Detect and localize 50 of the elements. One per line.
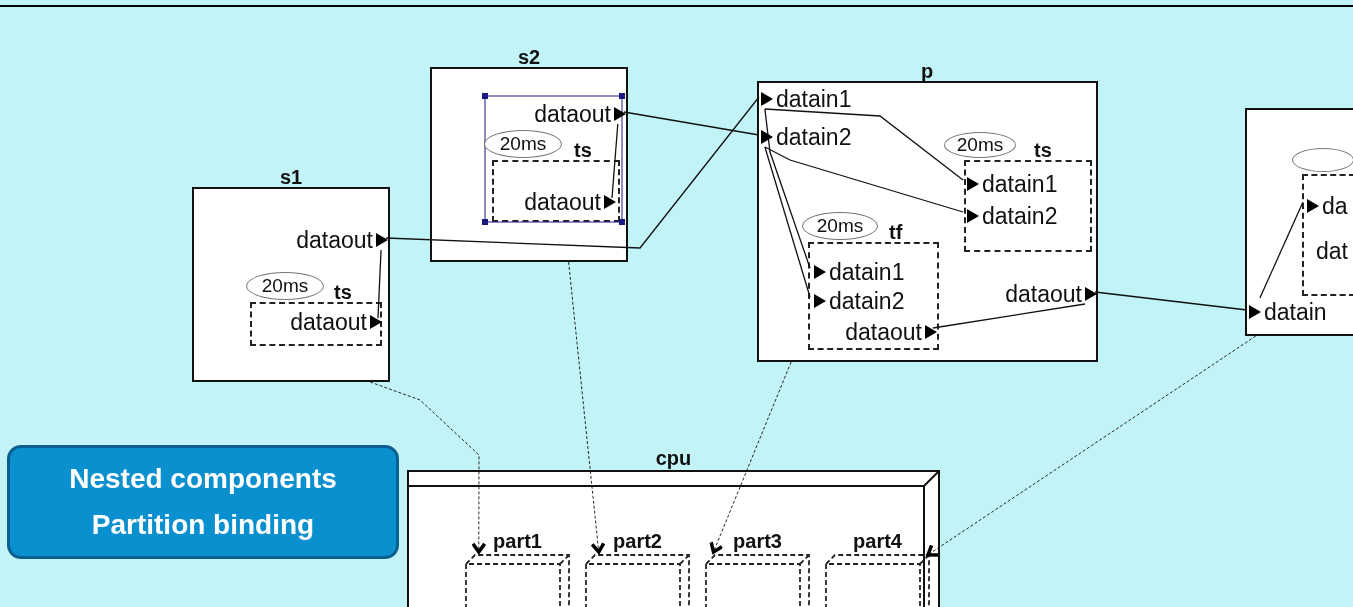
port-label: datain1	[829, 260, 905, 284]
port-label: dataout	[290, 310, 367, 334]
period-label: 20ms	[816, 215, 864, 237]
component-title: s2	[518, 46, 541, 68]
component-title: p	[921, 60, 934, 82]
period-label: 20ms	[261, 275, 309, 297]
component-box	[1245, 108, 1353, 336]
connector	[764, 108, 811, 269]
connector	[1094, 291, 1248, 311]
period-ellipse	[802, 212, 878, 240]
processor-title: cpu	[654, 447, 693, 469]
connector	[623, 111, 760, 136]
partition-title: part4	[852, 530, 903, 552]
period-ellipse	[484, 130, 562, 158]
port-label: dataout	[524, 190, 601, 214]
port-label: datain2	[982, 204, 1058, 228]
callout-text: Nested components	[69, 463, 337, 495]
connector	[764, 146, 811, 298]
partition-title: part2	[612, 530, 663, 552]
port-label: datain2	[776, 125, 852, 149]
port-label: datain1	[982, 172, 1058, 196]
subcomponent-title: ts	[1034, 139, 1052, 161]
port-label: dataout	[845, 320, 922, 344]
subcomponent-box	[1302, 174, 1353, 296]
port-label: datain1	[776, 87, 852, 111]
port-label: dataout	[1005, 282, 1082, 306]
connector	[385, 96, 760, 249]
subcomponent-title: ts	[334, 281, 352, 303]
component-title: s1	[280, 166, 303, 188]
port-label: dat	[1316, 238, 1348, 265]
connector	[1259, 201, 1304, 299]
connector	[764, 146, 964, 213]
period-ellipse	[1292, 148, 1353, 172]
partition-title: part1	[492, 530, 543, 552]
port-label: dataout	[534, 102, 611, 126]
connector	[377, 249, 382, 319]
port-label: dataout	[296, 228, 373, 252]
connector	[611, 123, 619, 199]
subcomponent-title: ts	[574, 139, 592, 161]
callout-box	[7, 445, 399, 559]
connector	[764, 108, 964, 181]
partition-title: part3	[732, 530, 783, 552]
period-label: 20ms	[956, 134, 1004, 156]
port-label: datain	[1264, 300, 1327, 324]
port-label: datain2	[829, 289, 905, 313]
port-label: da	[1322, 194, 1348, 218]
callout-text: Partition binding	[91, 509, 315, 541]
period-label: 20ms	[499, 133, 547, 155]
connector	[932, 303, 1086, 329]
subcomponent-title: tf	[889, 221, 903, 243]
